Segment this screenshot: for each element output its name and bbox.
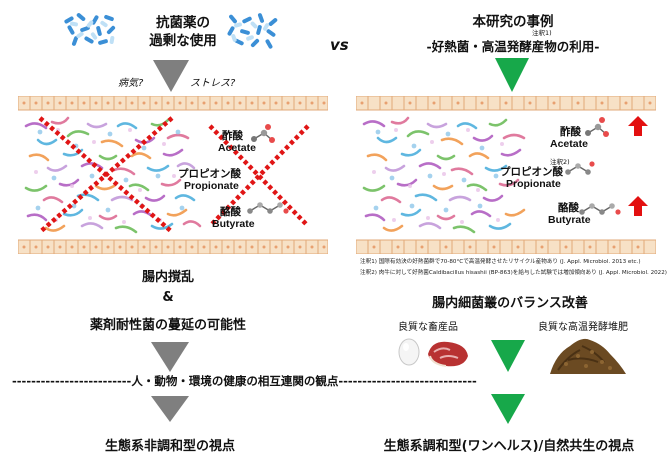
factor-stress-label: ストレス? [190, 78, 236, 89]
right-butyrate-en: Butyrate [548, 214, 591, 226]
molecule-icon-acetate-left [251, 124, 275, 143]
compost-label: 良質な高温発酵堆肥 [538, 322, 628, 333]
left-butyrate-jp: 酪酸 [220, 206, 241, 218]
left-butyrate-en: Butyrate [212, 218, 255, 230]
meat-icon [428, 341, 468, 367]
intestine-icon-left [18, 96, 328, 254]
green-arrow-2 [491, 340, 525, 372]
pills-icon-left [64, 13, 116, 46]
left-propionate-en: Propionate [184, 180, 239, 192]
gray-arrow-2 [151, 342, 189, 372]
left-acetate-jp: 酢酸 [222, 130, 243, 142]
right-propionate-jp: プロピオン酸 [500, 166, 563, 178]
left-title-line1: 抗菌薬の [156, 15, 210, 31]
right-result: 腸内細菌叢のバランス改善 [432, 296, 588, 311]
egg-icon [398, 338, 420, 366]
right-acetate-jp: 酢酸 [560, 126, 581, 138]
footnote-2: 注釈2) 肉牛に対して好熱菌Caldibacillus hisashii (BP… [360, 270, 667, 276]
right-note-mark2: 注釈2) [550, 158, 570, 166]
red-x-left [38, 116, 174, 234]
molecule-icon-acetate-right [585, 117, 609, 137]
left-acetate-en: Acetate [218, 142, 256, 154]
red-x-right [208, 124, 310, 228]
left-result-line2: 薬剤耐性菌の蔓延の可能性 [89, 318, 246, 333]
left-result-line1: 腸内撹乱 [141, 270, 194, 285]
right-acetate-en: Acetate [550, 138, 588, 150]
factor-disease-label: 病気? [118, 78, 144, 89]
right-conclusion: 生態系調和型(ワンヘルス)/自然共生の視点 [383, 439, 635, 454]
green-arrow-1 [495, 58, 529, 92]
gray-arrow-3 [151, 396, 189, 422]
right-note-mark1: 注釈1) [532, 29, 552, 37]
right-title-line2: -好熱菌・高温発酵産物の利用- [426, 39, 600, 54]
molecule-icon-butyrate-left [247, 202, 289, 214]
left-result-amp: & [162, 290, 174, 305]
green-arrow-3 [491, 394, 525, 424]
right-butyrate-jp: 酪酸 [558, 202, 579, 214]
footnote-1: 注釈1) 国際有効決の好熱菌群で70-80°Cで高温発酵させたリサイクル産物あり… [360, 259, 641, 265]
vs-label: vs [330, 36, 349, 54]
left-title-line2: 過剰な使用 [149, 33, 217, 49]
red-up-arrow-icon-butyrate [628, 196, 648, 216]
intestine-icon-right [356, 96, 656, 254]
red-up-arrow-icon-acetate [628, 116, 648, 136]
compost-icon [550, 338, 626, 374]
gray-arrow-1 [153, 60, 189, 92]
product-label: 良質な畜産品 [398, 322, 458, 333]
health-interconnection-divider: -------------------------人・動物・環境の健康の相互連関… [12, 374, 477, 388]
right-title-line1: 本研究の事例 [472, 14, 554, 30]
gut-panel-left [18, 96, 328, 254]
gut-panel-right [356, 96, 656, 254]
left-conclusion: 生態系非調和型の視点 [104, 439, 235, 454]
molecule-icon-propionate-right [565, 161, 595, 175]
molecule-icon-butyrate-right [579, 203, 621, 215]
left-propionate-jp: プロピオン酸 [178, 168, 241, 180]
left-title: 抗菌薬の 過剰な使用 [128, 14, 238, 50]
right-propionate-en: Propionate [506, 178, 561, 190]
pills-icon-left-2 [227, 13, 278, 49]
